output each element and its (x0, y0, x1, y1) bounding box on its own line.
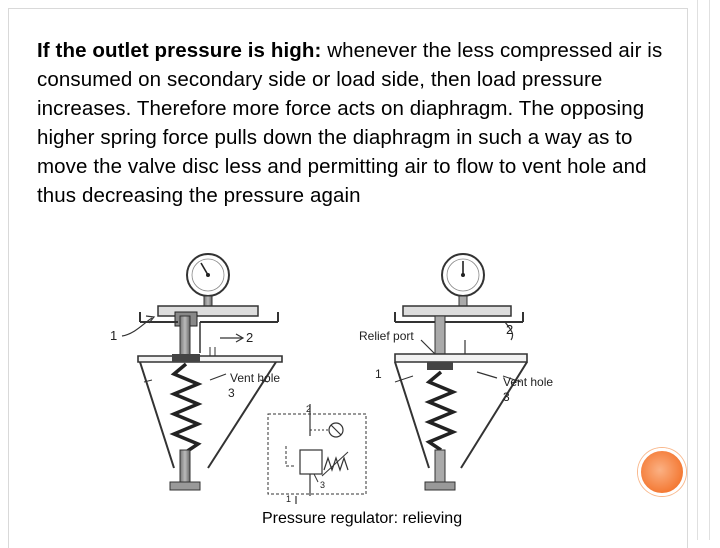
right-label-3: 3 (503, 390, 510, 404)
right-label-2: 2 (506, 322, 513, 337)
left-label-1: 1 (110, 328, 117, 343)
right-rule (697, 0, 698, 540)
regulator-diagram-right: Relief port 2 1 Vent hole 3 (359, 253, 553, 491)
right-label-relief: Relief port (359, 329, 414, 343)
regulator-diagram-left: 1 2 Vent hole 3 (110, 253, 283, 491)
symbol-label-2: 2 (306, 404, 311, 414)
left-label-3: 3 (228, 386, 235, 400)
right-rule-outer (709, 0, 710, 540)
left-label-vent: Vent hole (230, 371, 280, 385)
paragraph-body: whenever the less compressed air is cons… (37, 39, 663, 207)
symbol-label-3: 3 (320, 480, 325, 490)
regulator-symbol: 2 1 3 (267, 404, 367, 504)
figure-caption: Pressure regulator: relieving (262, 510, 463, 527)
right-label-1: 1 (375, 367, 382, 381)
symbol-label-1: 1 (286, 494, 291, 504)
right-label-vent: Vent hole (503, 375, 553, 389)
body-paragraph: If the outlet pressure is high: whenever… (37, 36, 667, 210)
slide-frame (8, 8, 688, 548)
accent-circle (638, 448, 686, 496)
left-label-2: 2 (246, 330, 253, 345)
paragraph-lead: If the outlet pressure is high: (37, 39, 322, 62)
